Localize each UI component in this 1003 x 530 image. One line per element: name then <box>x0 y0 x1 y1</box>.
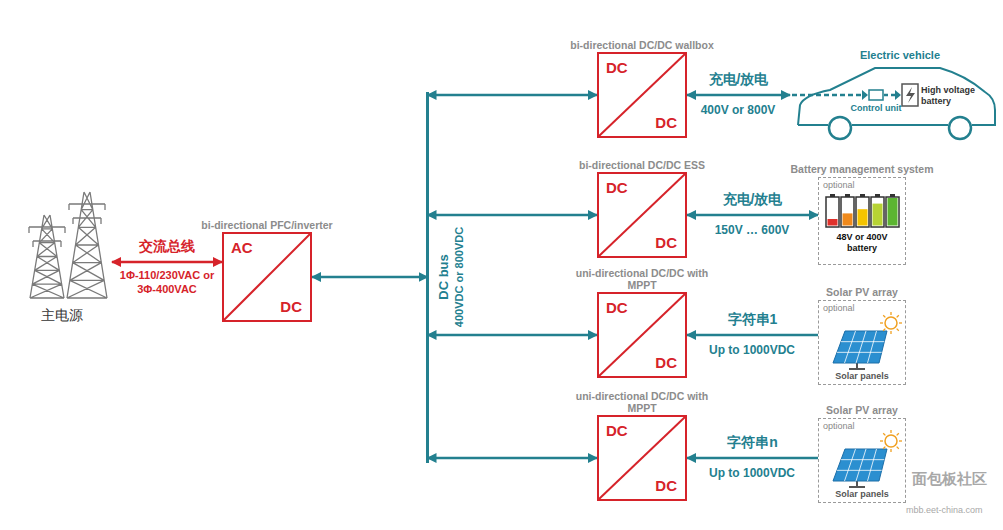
port-label: DC <box>655 234 677 251</box>
block-heading: bi-directional DC/DC wallbox <box>567 39 717 51</box>
converter-box: bi-directional DC/DC ESSDCDC <box>597 172 687 258</box>
dc-bus: DC bus400VDC or 800VDC <box>426 92 470 463</box>
optional-note: optional <box>823 303 855 313</box>
connector <box>428 214 598 217</box>
block-heading: uni-directional DC/DC with MPPT <box>567 267 717 291</box>
voltage-label: Up to 1000VDC <box>709 466 795 480</box>
solar-array: Solar PV arrayoptionalSolar panels <box>818 418 906 503</box>
bus-label: DC bus <box>436 254 451 300</box>
port-label: DC <box>606 179 628 196</box>
solar-caption: Solar panels <box>819 489 905 500</box>
optional-note: optional <box>823 180 855 190</box>
block-heading: Solar PV array <box>802 286 922 298</box>
port-label: DC <box>606 299 628 316</box>
port-label: DC <box>606 59 628 76</box>
edge-label: 字符串1 <box>726 311 780 329</box>
port-label: DC <box>655 477 677 494</box>
illustration <box>790 50 1000 145</box>
battery-caption: 48V or 400V battery <box>821 232 903 254</box>
connector <box>428 334 598 337</box>
battery-label: High voltage battery <box>921 85 983 107</box>
connector <box>687 214 818 217</box>
edge-label: 充电/放电 <box>707 71 771 89</box>
ac-voltage: 1Φ-110/230VAC or 3Φ-400VAC <box>111 268 223 296</box>
port-label: DC <box>606 422 628 439</box>
vehicle-title: Electric vehicle <box>850 50 950 61</box>
converter-box: uni-directional DC/DC with MPPTDCDC <box>597 292 687 378</box>
voltage-label: 150V … 600V <box>715 223 790 237</box>
block-heading: uni-directional DC/DC with MPPT <box>567 390 717 414</box>
watermark: 面包板社区 <box>912 470 987 489</box>
connector <box>428 457 598 460</box>
illustration <box>12 180 112 325</box>
connector <box>687 457 818 460</box>
port-label: DC <box>655 354 677 371</box>
port-label: DC <box>655 114 677 131</box>
converter-box: uni-directional DC/DC with MPPTDCDC <box>597 415 687 501</box>
watermark-url: mbb.eet-china.com <box>906 505 983 515</box>
block-heading: bi-directional PFC/inverter <box>192 219 342 231</box>
block-heading: Solar PV array <box>802 404 922 416</box>
source-label: 主电源 <box>12 307 112 325</box>
battery-storage: Battery management systemoptional48V or … <box>818 177 906 265</box>
connector <box>687 334 818 337</box>
control-unit-label: Control unit <box>846 103 906 114</box>
connector <box>428 94 598 97</box>
port-label: AC <box>231 239 253 256</box>
block-heading: bi-directional DC/DC ESS <box>567 159 717 171</box>
connector <box>312 276 428 279</box>
edge-label: 交流总线 <box>137 238 197 256</box>
connector <box>687 94 790 97</box>
port-label: DC <box>280 298 302 315</box>
optional-note: optional <box>823 421 855 431</box>
electric-vehicle: Electric vehicleControl unit High voltage… <box>790 50 1000 145</box>
edge-label: 充电/放电 <box>721 191 785 209</box>
edge-label: 字符串n <box>725 434 780 452</box>
converter-box: bi-directional DC/DC wallboxDCDC <box>597 52 687 138</box>
solar-caption: Solar panels <box>819 371 905 382</box>
main-power-source: 主电源 <box>12 180 112 325</box>
bus-voltage: 400VDC or 800VDC <box>453 227 465 327</box>
voltage-label: Up to 1000VDC <box>709 343 795 357</box>
block-heading: Battery management system <box>791 163 934 175</box>
voltage-label: 400V or 800V <box>701 103 776 117</box>
converter-box: bi-directional PFC/inverterACDC <box>222 232 312 322</box>
solar-array: Solar PV arrayoptionalSolar panels <box>818 300 906 385</box>
connector <box>112 261 222 264</box>
